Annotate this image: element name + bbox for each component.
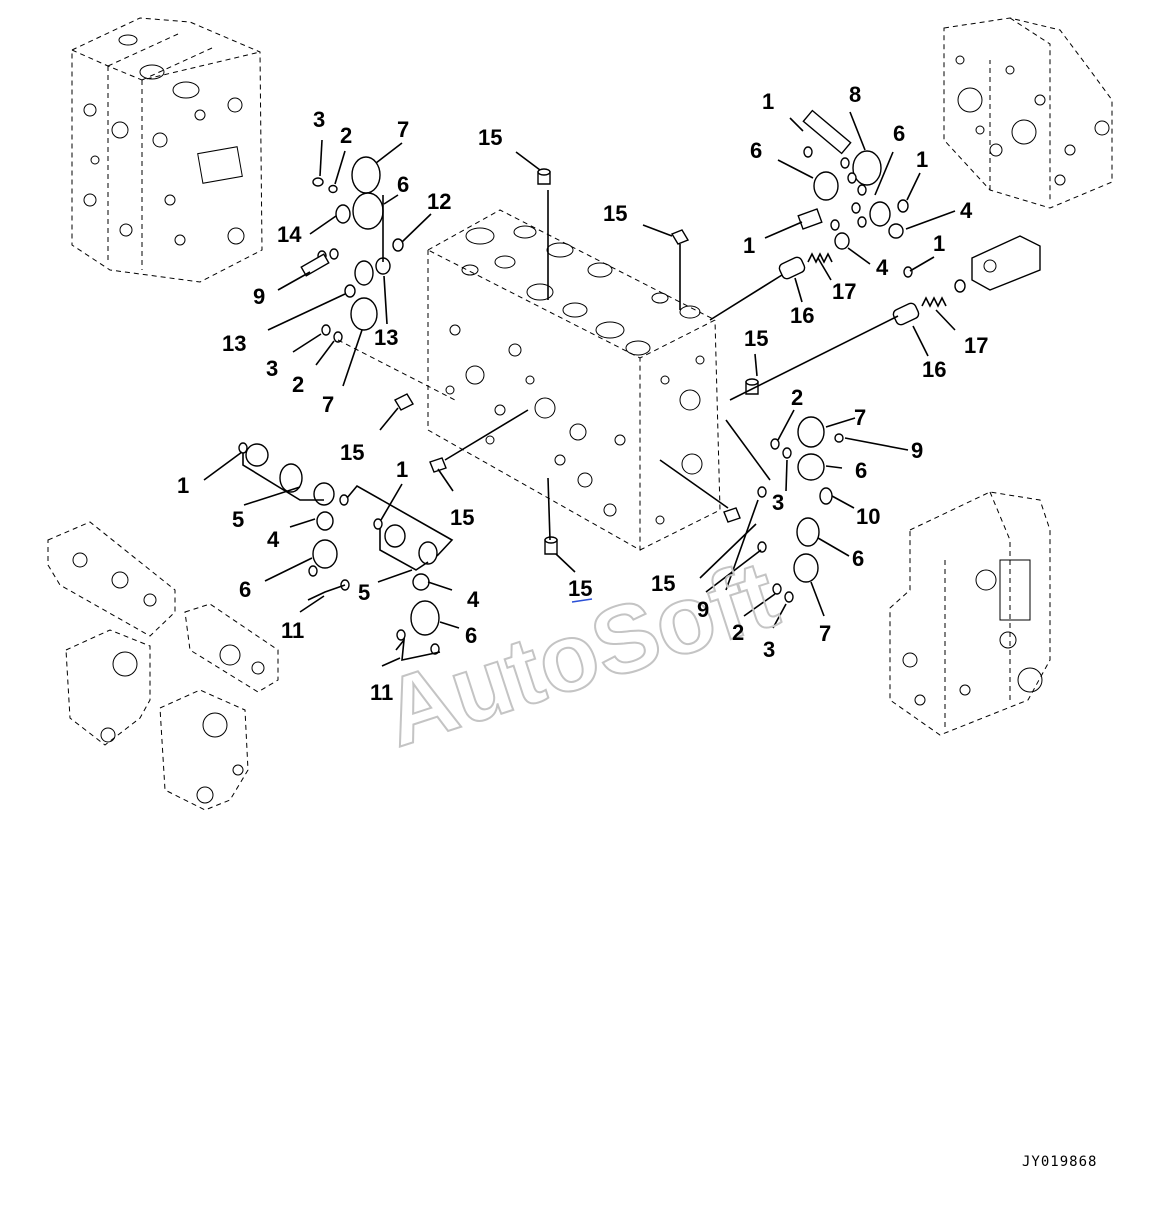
- plug-15-parts: [394, 168, 759, 555]
- leader-lines: [203, 111, 956, 667]
- valve-assembly-top-left: [71, 17, 263, 283]
- callout-16: 16: [922, 357, 946, 382]
- drawing-code: JY019868: [1022, 1154, 1097, 1170]
- spool-16-lower: [892, 296, 947, 326]
- callout-4: 4: [267, 527, 280, 552]
- callout-7: 7: [819, 621, 831, 646]
- callout-11: 11: [370, 680, 393, 705]
- callout-11: 11: [281, 618, 304, 643]
- callout-1: 1: [743, 233, 755, 258]
- callout-2: 2: [292, 372, 304, 397]
- callout-5: 5: [232, 507, 244, 532]
- valve-assembly-top-right: [943, 17, 1113, 209]
- valve-assembly-bottom-right: [889, 491, 1051, 736]
- callout-1: 1: [177, 473, 189, 498]
- callout-1: 1: [396, 457, 408, 482]
- callout-15: 15: [568, 576, 592, 601]
- callout-4: 4: [467, 587, 480, 612]
- callout-15: 15: [478, 125, 502, 150]
- valve-assembly-bottom-left: [47, 521, 279, 811]
- callout-3: 3: [763, 637, 775, 662]
- callout-15: 15: [450, 505, 474, 530]
- callout-1: 1: [762, 89, 774, 114]
- callout-6: 6: [465, 623, 477, 648]
- callout-13: 13: [222, 331, 246, 356]
- callout-7: 7: [854, 405, 866, 430]
- callout-9: 9: [911, 438, 923, 463]
- callout-9: 9: [697, 597, 709, 622]
- watermark-text: AutoSoft: [371, 540, 789, 767]
- callout-15: 15: [651, 571, 675, 596]
- callout-14: 14: [277, 222, 302, 247]
- callout-6: 6: [239, 577, 251, 602]
- callout-2: 2: [732, 620, 744, 645]
- main-valve-body: [426, 209, 721, 551]
- callout-5: 5: [358, 580, 370, 605]
- callout-8: 8: [849, 82, 861, 107]
- seal-and-plug-parts: [238, 109, 1041, 655]
- blue-marker: [571, 598, 593, 603]
- callout-10: 10: [856, 504, 880, 529]
- callout-6: 6: [893, 121, 905, 146]
- callout-1: 1: [916, 147, 928, 172]
- callout-6: 6: [852, 546, 864, 571]
- callout-6: 6: [397, 172, 409, 197]
- callout-4: 4: [960, 198, 973, 223]
- callout-3: 3: [313, 107, 325, 132]
- callout-3: 3: [266, 356, 278, 381]
- callout-16: 16: [790, 303, 814, 328]
- callout-9: 9: [253, 284, 265, 309]
- callout-1: 1: [933, 231, 945, 256]
- callout-labels: 3 2 7 6 12 14 9 13 13 3 2 7 15 15 1 8 6 …: [177, 82, 988, 705]
- callout-13: 13: [374, 325, 398, 350]
- callout-3: 3: [772, 490, 784, 515]
- spool-16-upper: [778, 252, 833, 280]
- callout-15: 15: [340, 440, 364, 465]
- callout-17: 17: [964, 333, 988, 358]
- callout-4: 4: [876, 255, 889, 280]
- callout-15: 15: [603, 201, 627, 226]
- callout-7: 7: [322, 392, 334, 417]
- callout-6: 6: [750, 138, 762, 163]
- callout-7: 7: [397, 117, 409, 142]
- callout-2: 2: [791, 385, 803, 410]
- callout-15: 15: [744, 326, 768, 351]
- callout-12: 12: [427, 189, 451, 214]
- callout-17: 17: [832, 279, 856, 304]
- callout-2: 2: [340, 123, 352, 148]
- callout-6: 6: [855, 458, 867, 483]
